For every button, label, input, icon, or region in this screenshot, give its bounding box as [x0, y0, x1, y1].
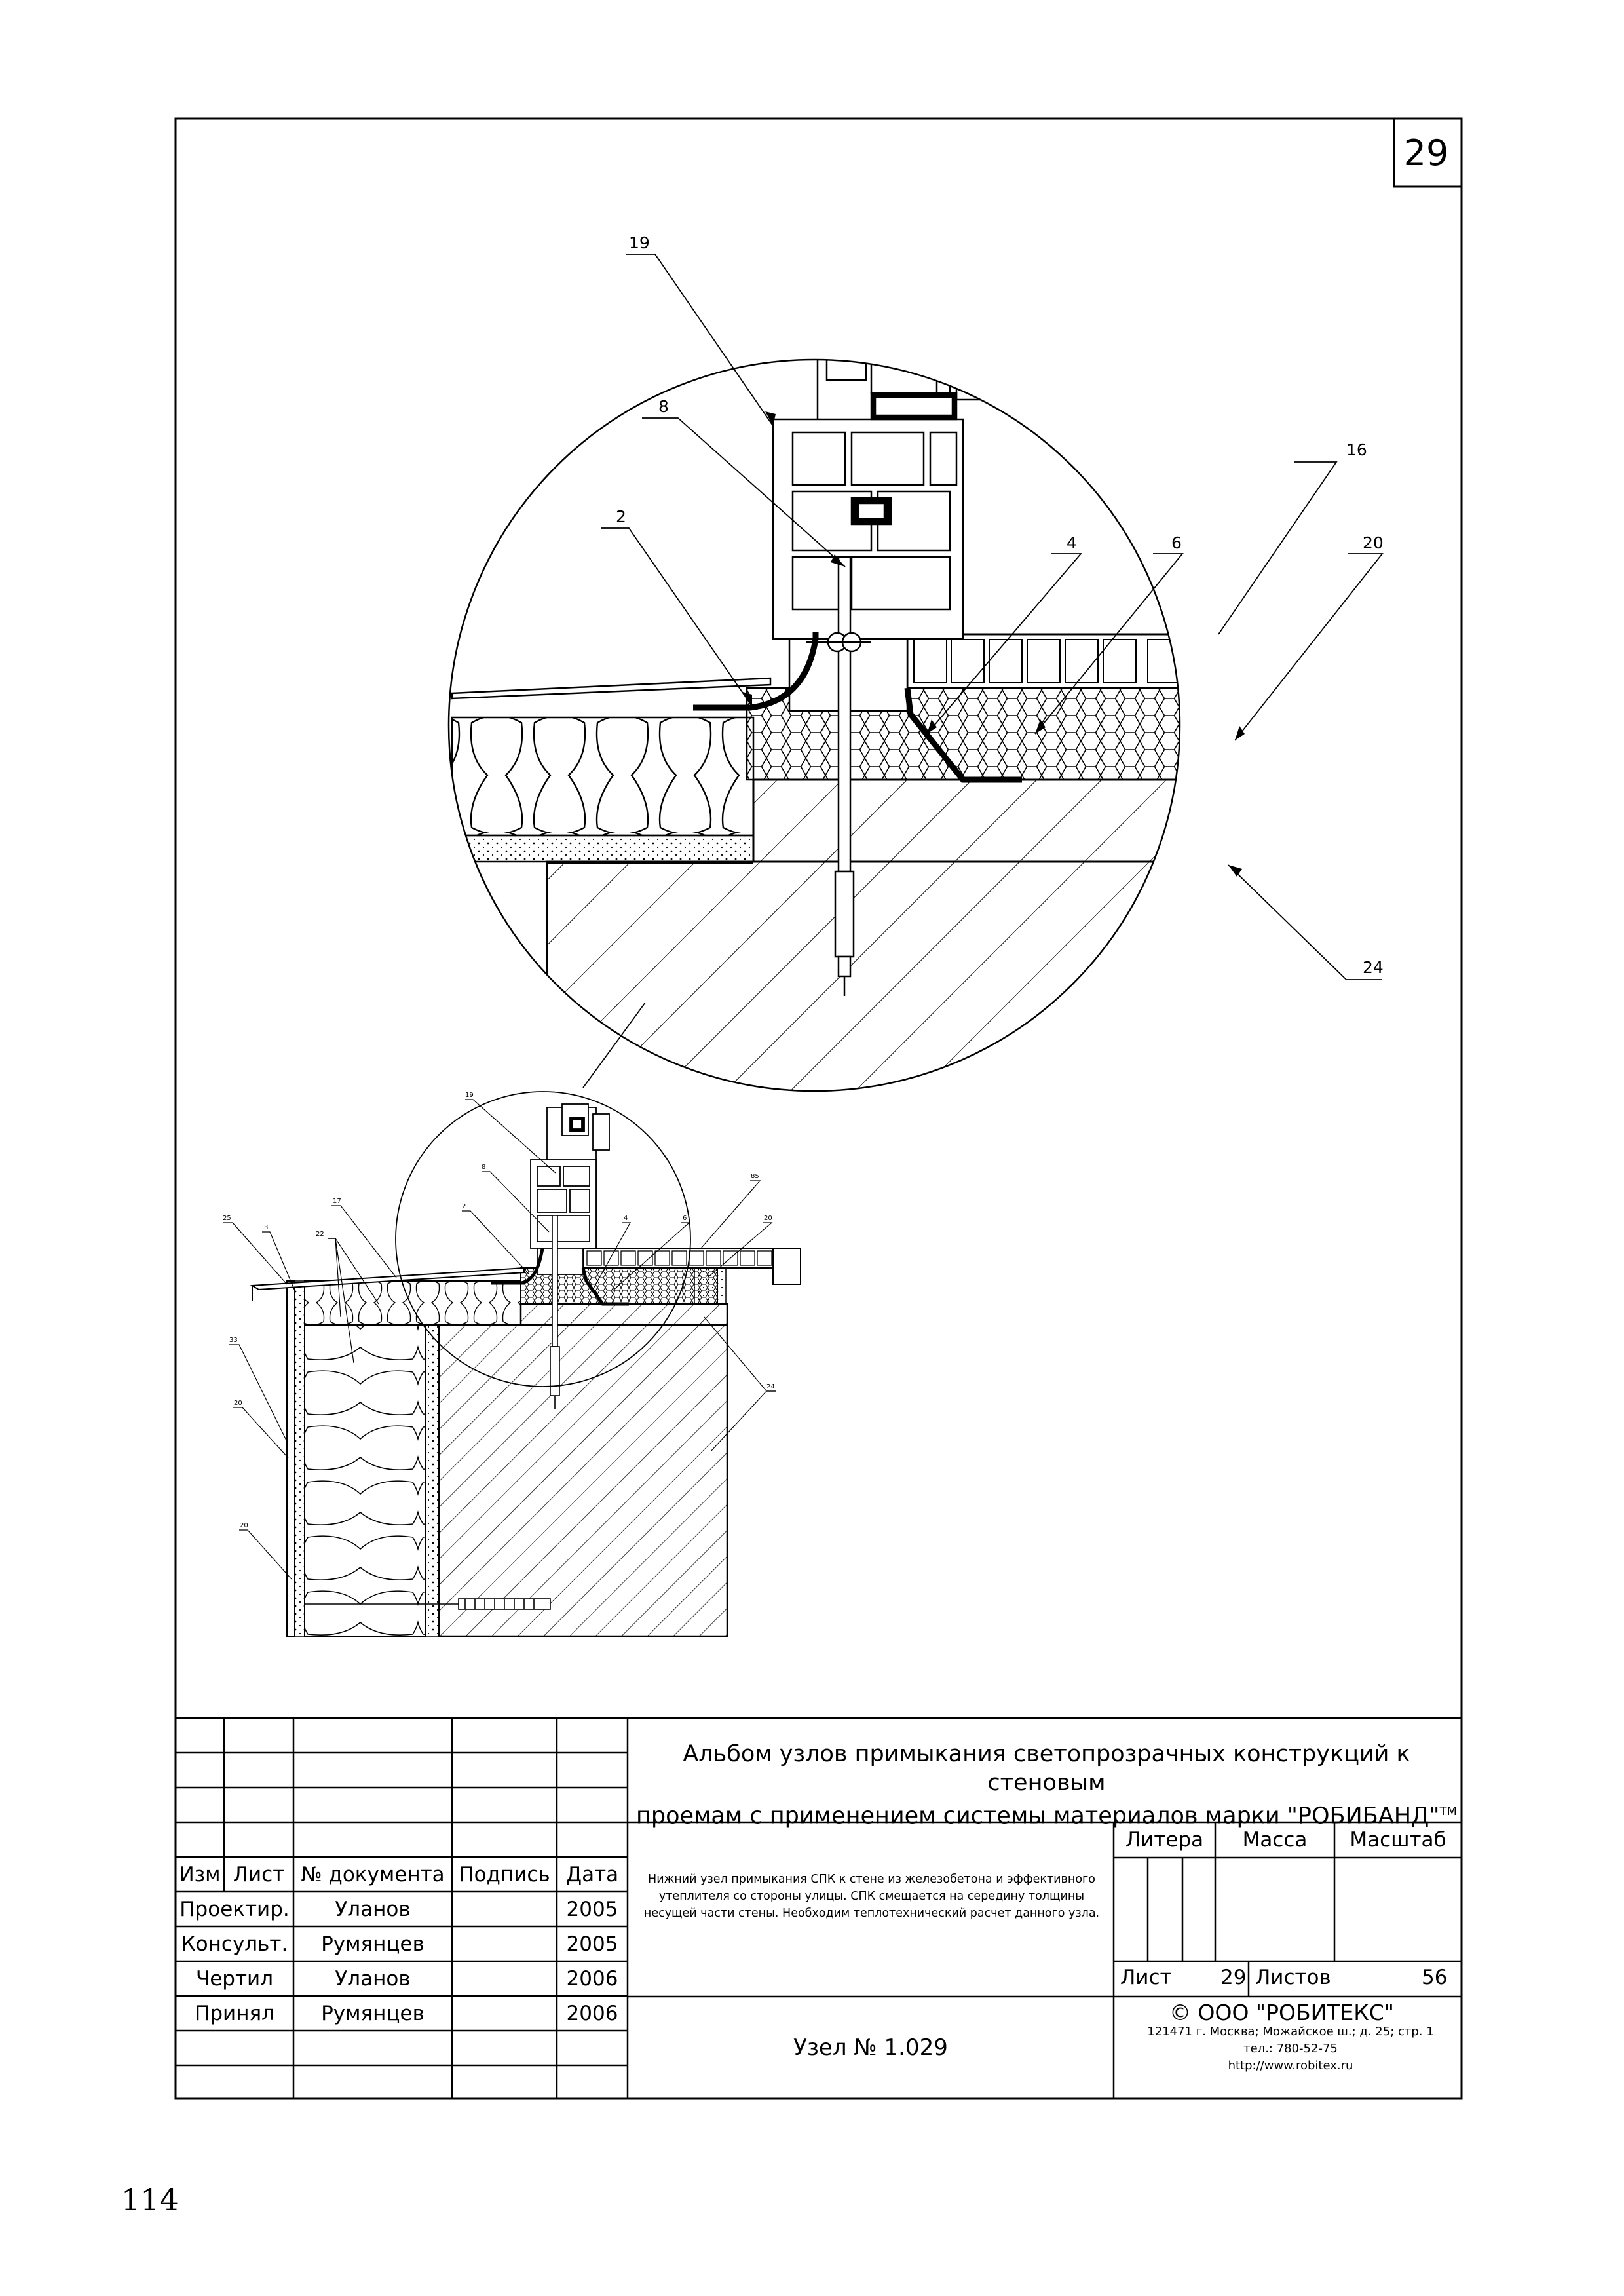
render-layer	[451, 834, 755, 863]
callout-8: 8	[658, 397, 669, 416]
facade-adhesive	[294, 1280, 305, 1637]
overview-view	[250, 1091, 801, 1637]
row-date-1: 2005	[566, 1897, 618, 1921]
detail-leaders	[601, 254, 1384, 980]
ov-callout-20a: 20	[764, 1215, 772, 1222]
ov-callout-6: 6	[683, 1215, 687, 1222]
album-title-line2: проемам с применением системы материалов…	[635, 1803, 1440, 1829]
concrete-top	[752, 778, 1180, 863]
sheets-label: Листов	[1255, 1966, 1331, 1989]
facade-render	[286, 1280, 295, 1637]
overview-top-wool	[304, 1280, 521, 1326]
node-label: Узел № 1.029	[793, 2035, 948, 2061]
outer-drip	[451, 677, 772, 700]
overview-drip	[250, 1267, 525, 1291]
callout-19: 19	[629, 233, 650, 252]
overview-leaders	[223, 1099, 776, 1580]
ov-callout-20c: 20	[240, 1522, 248, 1529]
window-profile	[772, 360, 997, 640]
ov-callout-17: 17	[333, 1198, 341, 1205]
ov-callout-85: 85	[751, 1173, 759, 1180]
ov-callout-20b: 20	[234, 1400, 242, 1407]
header-list: Лист	[233, 1862, 285, 1886]
ov-callout-33: 33	[229, 1337, 238, 1344]
title-block-grid	[176, 1717, 1462, 2099]
sealant-block	[1202, 688, 1307, 780]
wall-dowel	[305, 1598, 551, 1610]
ov-callout-8: 8	[482, 1164, 486, 1171]
concrete-wall	[546, 860, 1180, 1091]
callout-24: 24	[1363, 958, 1384, 977]
row-date-4: 2006	[566, 2001, 618, 2025]
header-izm: Изм	[179, 1862, 221, 1886]
masshtab-label: Масштаб	[1350, 1828, 1446, 1852]
sheet-number-box	[1393, 117, 1463, 188]
row-date-3: 2006	[566, 1966, 618, 1991]
row-name-3: Уланов	[335, 1966, 411, 1991]
ov-callout-25: 25	[223, 1215, 231, 1222]
frame-anchor	[806, 556, 871, 996]
window-sill-board	[906, 633, 1180, 689]
address-line-3: http://www.robitex.ru	[1228, 2059, 1353, 2073]
row-date-2: 2005	[566, 1932, 618, 1956]
ov-callout-4: 4	[624, 1215, 628, 1222]
inner-tape	[904, 687, 1022, 783]
page-number: 114	[121, 2182, 179, 2217]
album-title: Альбом узлов примыкания светопрозрачных …	[632, 1740, 1461, 1831]
ov-callout-3: 3	[264, 1224, 269, 1231]
sheet-number: 29	[1403, 132, 1449, 174]
detail-view	[451, 360, 1307, 1091]
detail-arrows	[743, 411, 1245, 877]
row-role-2: Консульт.	[181, 1932, 288, 1956]
node-description: Нижний узел примыкания СПК к стене из же…	[643, 1873, 1100, 1920]
overview-wool	[304, 1324, 426, 1637]
company-name: © ООО "РОБИТЕКС"	[1169, 2000, 1394, 2025]
sheet-frame	[174, 117, 1463, 2100]
overview-window	[530, 1103, 610, 1249]
callout-2: 2	[616, 507, 626, 526]
address-line-2: тел.: 780-52-75	[1243, 2042, 1338, 2056]
sheets-value: 56	[1422, 1966, 1448, 1989]
header-sign: Подпись	[459, 1862, 550, 1886]
callout-4: 4	[1067, 533, 1077, 552]
ov-callout-24: 24	[766, 1383, 775, 1390]
header-date: Дата	[565, 1862, 619, 1886]
overview-concrete	[438, 1324, 728, 1637]
row-role-4: Принял	[195, 2001, 274, 2025]
detail-circle	[447, 358, 1181, 1092]
row-name-2: Румянцев	[321, 1932, 425, 1956]
trademark: TM	[1439, 1805, 1457, 1818]
row-name-1: Уланов	[335, 1897, 411, 1921]
ov-callout-19: 19	[465, 1092, 474, 1099]
ov-callout-22: 22	[316, 1231, 324, 1238]
callout-6: 6	[1171, 533, 1182, 552]
address-line-1: 121471 г. Москва; Можайское ш.; д. 25; с…	[1147, 2025, 1434, 2038]
sheet-value: 29	[1220, 1966, 1247, 1989]
header-doc: № документа	[301, 1862, 445, 1886]
callout-20: 20	[1363, 533, 1384, 552]
row-role-3: Чертил	[195, 1966, 274, 1991]
company-address: 121471 г. Москва; Можайское ш.; д. 25; с…	[1120, 2023, 1461, 2075]
callout-16: 16	[1346, 440, 1367, 459]
massa-label: Масса	[1242, 1828, 1308, 1852]
row-role-1: Проектир.	[179, 1897, 290, 1921]
ov-callout-2: 2	[462, 1203, 466, 1210]
mineral-wool	[451, 716, 755, 837]
sheet-label: Лист	[1120, 1966, 1172, 1989]
album-title-line1: Альбом узлов примыкания светопрозрачных …	[683, 1741, 1410, 1796]
outer-tape	[693, 632, 819, 711]
litera-label: Литера	[1125, 1828, 1204, 1852]
overview-circle	[395, 1091, 691, 1387]
row-name-4: Румянцев	[321, 2001, 425, 2025]
